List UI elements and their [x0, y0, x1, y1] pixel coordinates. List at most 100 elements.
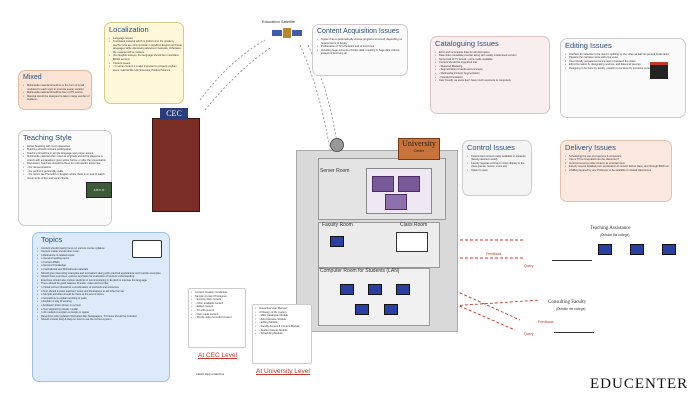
teaching-assistance-sub: (Outside the college) [600, 233, 630, 237]
teaching-list: Active Teaching with much interaction Te… [19, 145, 111, 181]
list-item: Faculty requires control on video displa… [467, 162, 531, 169]
teaching-assistance-label: Teaching Assistance [590, 226, 631, 231]
delivery-panel: Delivery Issues Scheduling the use of pr… [560, 140, 672, 202]
brand-title: EDUCENTER [590, 376, 689, 392]
feedback-label: Feedback [486, 252, 502, 256]
list-item: - Student Access Module [255, 329, 311, 333]
list-item: Multimedia material should be in the for… [23, 84, 91, 91]
computer-icon [630, 244, 644, 255]
editing-title: Editing Issues [565, 41, 612, 50]
list-item: - For topics like Phonetics in English w… [23, 173, 111, 180]
list-item: Sample Content Prototypes [191, 295, 245, 299]
consulting-faculty-sub: (Outside the college) [556, 307, 586, 311]
list-item: Edit information by designating sources,… [565, 63, 685, 67]
list-item: (For English lessons, the language shoul… [109, 54, 183, 61]
university-level-panel: Interactive User Manual UI Design of the… [252, 304, 312, 364]
university-sign: University Centre [398, 138, 440, 160]
list-item: o General reading topics [37, 257, 169, 261]
list-item: Faculty require detailed prior explanati… [565, 165, 671, 169]
server-rack-icon [385, 194, 407, 210]
list-item: Multimedia material when used as origina… [23, 155, 111, 162]
list-item: - Needed Annotation [435, 76, 549, 80]
cec-level-panel: Content Creation Guidelines Sample Conte… [188, 288, 246, 348]
query-label: Query [524, 264, 534, 268]
list-item: o Relevance to related topics [37, 254, 169, 258]
book-icon [132, 240, 162, 258]
list-item: - Editing Module [255, 321, 311, 325]
faculty-computer-icon [330, 236, 344, 247]
list-item: A MBA prepared by one Professor to be av… [565, 169, 671, 173]
list-item: Teaching should be in simple language an… [23, 152, 111, 156]
list-item: - Scheduling Module [255, 332, 311, 336]
computer-icon [355, 304, 369, 315]
list-item: Content Creation Guidelines [191, 291, 245, 295]
list-item: o Explain a way of working [37, 300, 169, 304]
list-item: Scheduling the use of projectors & compu… [565, 155, 671, 159]
list-item: o Explainer tricks shown on screen [37, 304, 169, 308]
list-item: Avoid processing video content as entert… [565, 162, 671, 166]
list-item: - Segmentation of audio and concepts [435, 68, 549, 72]
university-level-list: Interactive User Manual UI Design of the… [253, 307, 311, 336]
satellite-dish-icon [330, 138, 344, 152]
university-sub-label: Centre [413, 149, 425, 153]
list-item: There should be good balance of audio, v… [37, 282, 169, 286]
list-item: Material should be designed to take in l… [23, 95, 91, 102]
computer-icon [368, 284, 382, 295]
list-item: Customized content made available to stu… [467, 155, 531, 162]
cataloguing-title: Cataloguing Issues [435, 39, 499, 48]
computer-icon [662, 244, 676, 255]
university-label: University [402, 139, 436, 148]
faculty-room-label: Faculty Room [322, 222, 353, 228]
list-item: Content matter should also cover: [37, 250, 169, 254]
consulting-faculty-icon [554, 316, 594, 333]
list-item: o Visual content should be a combination… [37, 286, 169, 290]
control-panel: Control Issues Customized content made a… [462, 140, 532, 196]
list-item: Language issues [109, 37, 183, 41]
list-item: Resources with updated information like … [37, 315, 169, 319]
list-item: Should give interesting examples and ani… [37, 272, 169, 276]
acquisition-panel: Content Acquisition Issues System has to… [312, 24, 408, 76]
cataloguing-panel: Cataloguing Issues Error and incomplete … [430, 36, 550, 114]
list-item: - Faculty Access & Content Module [255, 325, 311, 329]
blackboard-icon: A B C D [86, 182, 112, 198]
list-item: System has to automatically choose progr… [317, 38, 407, 45]
clapperboard-icon [650, 62, 668, 79]
list-item: - Other available content [191, 302, 245, 306]
omni-logo: Omni Opportunities [196, 372, 242, 386]
list-item: o Animations to explain working of parts [37, 297, 169, 301]
list-item: - For pertinent personality skills [23, 170, 111, 174]
teaching-style-panel: Teaching Style Active Teaching with much… [18, 130, 112, 226]
list-item: o Current Affairs [37, 261, 169, 265]
cec-building [152, 118, 200, 212]
delivery-title: Delivery Issues [565, 143, 616, 152]
list-item: - Edited content [191, 305, 245, 309]
list-item: o Text should involve teachers' notes an… [37, 290, 169, 294]
topics-list: Content should mainly focus on current c… [33, 247, 169, 322]
list-item: Should have exercises, quizzes and tests… [37, 275, 169, 279]
list-item: - Multimedia Content Segmentation [435, 72, 549, 76]
cec-level-list: Content Creation Guidelines Sample Conte… [189, 291, 245, 320]
list-item: User friendly as users don't have much e… [435, 79, 549, 83]
control-title: Control Issues [467, 143, 515, 152]
list-item: Interactive User Manual [255, 307, 311, 311]
satellite-icon [272, 28, 302, 38]
delivery-list: Scheduling the use of projectors & compu… [561, 155, 671, 173]
list-item: - In some content it is also important t… [109, 65, 183, 72]
computer-icon [396, 284, 410, 295]
editing-list: Interface for selection to be used in sp… [561, 53, 685, 71]
list-item: Teaching should motivate participation [23, 148, 111, 152]
list-item: o Inspirational and Motivational materia… [37, 268, 169, 272]
list-item: - Main Catalogue Module [255, 314, 311, 318]
list-item: o Sample activities should be there at t… [37, 293, 169, 297]
list-item: Designing to be done by faculty, creatio… [565, 67, 685, 71]
acquisition-title: Content Acquisition Issues [317, 28, 400, 35]
list-item: Including huge amounts of video data, re… [317, 49, 407, 56]
list-item: Error and incomplete data for all inform… [435, 51, 549, 55]
list-item: Insert locally prepared enhancement in b… [565, 60, 685, 64]
acquisition-list: System has to automatically choose progr… [313, 38, 407, 56]
omni-logo-text: Omni Opportunities [196, 372, 225, 376]
list-item: - Own made content [191, 313, 245, 317]
query-label-2: Query [524, 332, 534, 336]
cec-level-title: At CEC Level [198, 352, 238, 359]
list-item: - For demonstrations [23, 166, 111, 170]
